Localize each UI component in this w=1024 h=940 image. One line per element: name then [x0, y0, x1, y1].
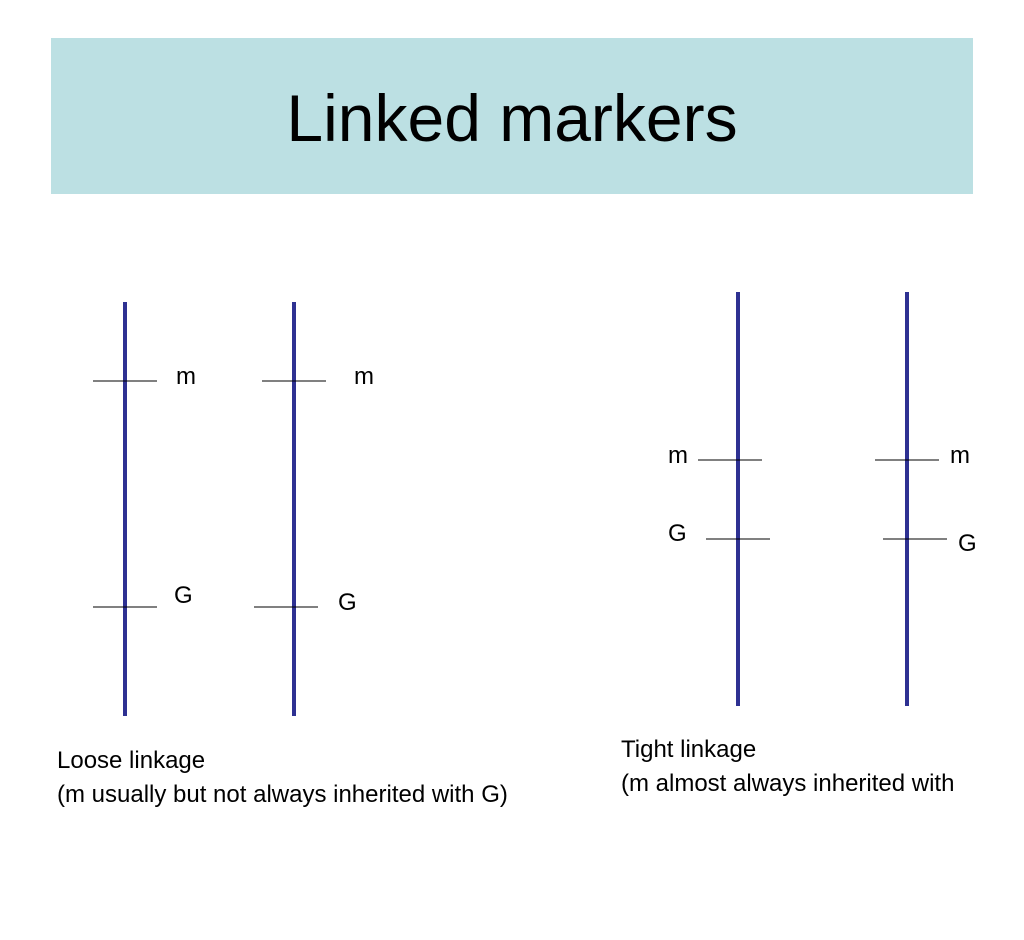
- tight-chrom1-m-label: m: [668, 442, 688, 469]
- tight-chrom2-m-label: m: [950, 442, 970, 469]
- tight-caption-title: Tight linkage: [621, 736, 757, 763]
- tight-caption-detail: (m almost always inherited with: [621, 770, 955, 797]
- loose-caption-detail: (m usually but not always inherited with…: [57, 781, 508, 808]
- loose-caption-title: Loose linkage: [57, 747, 206, 774]
- tight-chrom1-g-label: G: [668, 520, 687, 547]
- loose-chrom1-g-label: G: [174, 582, 193, 609]
- loose-chrom1-m-label: m: [176, 363, 196, 390]
- loose-chrom2-g-label: G: [338, 589, 357, 616]
- title-banner: [51, 38, 973, 194]
- tight-chrom2-g-label: G: [958, 530, 977, 557]
- slide-title: Linked markers: [286, 81, 738, 155]
- loose-chrom2-m-label: m: [354, 363, 374, 390]
